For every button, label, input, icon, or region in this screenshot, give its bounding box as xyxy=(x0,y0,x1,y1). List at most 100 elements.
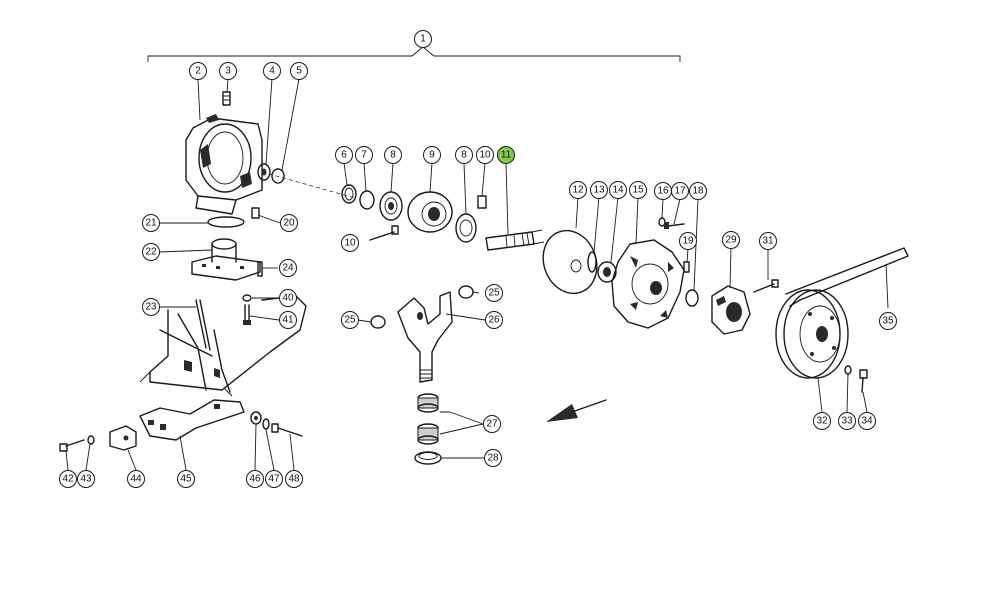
callout-14[interactable]: 14 xyxy=(609,181,627,199)
callout-24[interactable]: 24 xyxy=(279,259,297,277)
callout-19[interactable]: 19 xyxy=(679,232,697,250)
svg-text:1: 1 xyxy=(420,34,426,45)
bushing-25-right xyxy=(458,285,474,299)
callout-25-left[interactable]: 25 xyxy=(341,311,359,329)
callout-1[interactable]: 1 xyxy=(414,30,432,48)
bearing-8-left xyxy=(379,191,403,221)
svg-text:14: 14 xyxy=(612,185,624,196)
callout-9[interactable]: 9 xyxy=(423,146,441,164)
frame-23 xyxy=(139,295,307,397)
washer-40 xyxy=(242,294,252,302)
svg-text:47: 47 xyxy=(268,474,280,485)
callout-23[interactable]: 23 xyxy=(142,298,160,316)
callout-25-right[interactable]: 25 xyxy=(485,284,503,302)
svg-text:10: 10 xyxy=(344,238,356,249)
svg-text:34: 34 xyxy=(861,416,873,427)
callout-8-left[interactable]: 8 xyxy=(384,146,402,164)
svg-text:46: 46 xyxy=(249,474,261,485)
svg-text:25: 25 xyxy=(344,315,356,326)
callout-15[interactable]: 15 xyxy=(629,181,647,199)
callout-18[interactable]: 18 xyxy=(689,182,707,200)
bushing-4 xyxy=(257,163,271,181)
callout-16[interactable]: 16 xyxy=(654,182,672,200)
callout-44[interactable]: 44 xyxy=(127,470,145,488)
bolt-48 xyxy=(271,423,303,437)
seal-18 xyxy=(685,289,699,307)
callout-2[interactable]: 2 xyxy=(189,62,207,80)
bearing-8-right xyxy=(455,213,477,243)
splined-shaft-11 xyxy=(485,229,545,251)
callout-17[interactable]: 17 xyxy=(671,182,689,200)
svg-text:9: 9 xyxy=(429,150,435,161)
callout-47[interactable]: 47 xyxy=(265,470,283,488)
svg-text:17: 17 xyxy=(674,186,686,197)
svg-text:40: 40 xyxy=(282,293,294,304)
callout-8-right[interactable]: 8 xyxy=(455,146,473,164)
disc-12 xyxy=(542,229,598,295)
svg-text:35: 35 xyxy=(882,316,894,327)
callout-5[interactable]: 5 xyxy=(290,62,308,80)
svg-text:12: 12 xyxy=(572,185,584,196)
callout-26[interactable]: 26 xyxy=(485,311,503,329)
callout-4[interactable]: 4 xyxy=(263,62,281,80)
svg-text:28: 28 xyxy=(487,453,499,464)
callout-31[interactable]: 31 xyxy=(759,232,777,250)
svg-text:16: 16 xyxy=(657,186,669,197)
callout-13[interactable]: 13 xyxy=(590,181,608,199)
callout-34[interactable]: 34 xyxy=(858,412,876,430)
direction-arrow xyxy=(546,399,607,422)
callout-22[interactable]: 22 xyxy=(142,243,160,261)
svg-text:8: 8 xyxy=(461,150,467,161)
callout-3[interactable]: 3 xyxy=(219,62,237,80)
callout-28[interactable]: 28 xyxy=(484,449,502,467)
ring-7 xyxy=(359,190,375,210)
yoke-shaft-26 xyxy=(397,291,453,383)
callout-29[interactable]: 29 xyxy=(722,231,740,249)
seal-6 xyxy=(341,184,357,204)
svg-text:2: 2 xyxy=(195,66,201,77)
callout-10-lower[interactable]: 10 xyxy=(341,234,359,252)
svg-text:20: 20 xyxy=(283,218,295,229)
callout-20[interactable]: 20 xyxy=(280,214,298,232)
ring-28 xyxy=(414,451,442,465)
pulley-32 xyxy=(775,289,849,379)
callout-21[interactable]: 21 xyxy=(142,214,160,232)
svg-text:10: 10 xyxy=(479,150,491,161)
arm-45 xyxy=(139,399,245,441)
callout-10-upper[interactable]: 10 xyxy=(476,146,494,164)
bearing-housing-9 xyxy=(407,191,453,233)
assembly-bracket xyxy=(147,46,681,62)
svg-text:26: 26 xyxy=(488,315,500,326)
callout-11[interactable]: 11 xyxy=(497,146,515,164)
callout-7[interactable]: 7 xyxy=(355,146,373,164)
callout-43[interactable]: 43 xyxy=(77,470,95,488)
callout-45[interactable]: 45 xyxy=(177,470,195,488)
callout-35[interactable]: 35 xyxy=(879,312,897,330)
oring-21 xyxy=(207,216,245,228)
pin-19 xyxy=(683,261,690,273)
callout-48[interactable]: 48 xyxy=(285,470,303,488)
belt-35 xyxy=(785,247,909,307)
pin-24 xyxy=(257,261,263,277)
svg-text:29: 29 xyxy=(725,235,737,246)
svg-text:18: 18 xyxy=(692,186,704,197)
callout-6[interactable]: 6 xyxy=(335,146,353,164)
callout-12[interactable]: 12 xyxy=(569,181,587,199)
svg-text:22: 22 xyxy=(145,247,157,258)
callout-46[interactable]: 46 xyxy=(246,470,264,488)
callout-27[interactable]: 27 xyxy=(483,415,501,433)
svg-text:25: 25 xyxy=(488,288,500,299)
bolt-41 xyxy=(243,304,251,325)
callout-40[interactable]: 40 xyxy=(279,289,297,307)
svg-text:21: 21 xyxy=(145,218,157,229)
svg-text:6: 6 xyxy=(341,150,347,161)
washer-43 xyxy=(87,435,95,445)
pin-10-lower xyxy=(369,225,399,241)
callout-41[interactable]: 41 xyxy=(279,311,297,329)
callout-42[interactable]: 42 xyxy=(59,470,77,488)
svg-text:15: 15 xyxy=(632,185,644,196)
callout-32[interactable]: 32 xyxy=(813,412,831,430)
callout-33[interactable]: 33 xyxy=(838,412,856,430)
svg-text:42: 42 xyxy=(62,474,74,485)
